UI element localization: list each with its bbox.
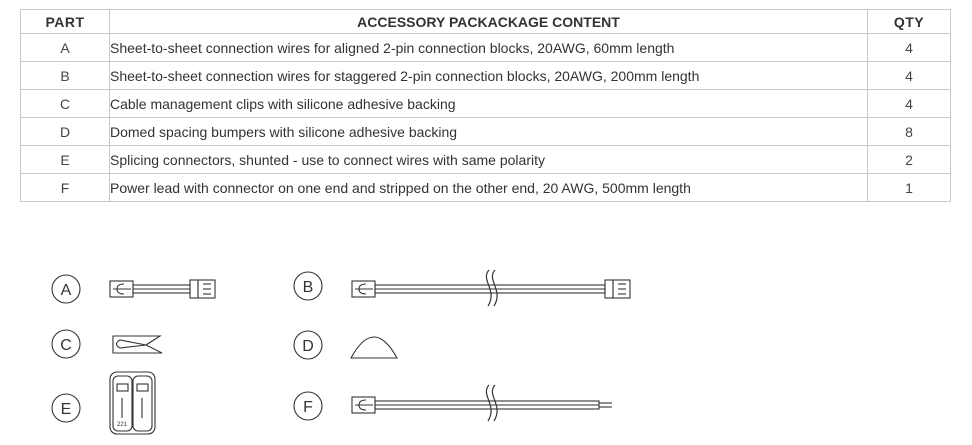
row-qty: 8 [867, 117, 951, 146]
header-content: ACCESSORY PACKACKAGE CONTENT [109, 9, 868, 34]
row-qty: 1 [867, 173, 951, 202]
label-b: B [293, 271, 323, 301]
svg-text:E: E [61, 401, 72, 418]
svg-text:D: D [302, 338, 314, 355]
svg-text:A: A [61, 282, 72, 299]
svg-text:B: B [303, 279, 314, 296]
clip-c-drawing [112, 335, 163, 354]
row-part: F [20, 173, 110, 202]
wire-b-drawing [351, 269, 631, 307]
svg-text:221: 221 [117, 422, 128, 428]
table-header-row: PART ACCESSORY PACKACKAGE CONTENT QTY [20, 9, 951, 34]
row-description: Power lead with connector on one end and… [109, 173, 868, 202]
label-a: A [51, 274, 81, 304]
svg-text:C: C [60, 337, 72, 354]
table-row: D Domed spacing bumpers with silicone ad… [20, 117, 951, 146]
svg-text:F: F [303, 399, 313, 416]
label-d: D [293, 330, 323, 360]
table-row: E Splicing connectors, shunted - use to … [20, 145, 951, 174]
table-row: F Power lead with connector on one end a… [20, 173, 951, 202]
label-f: F [293, 391, 323, 421]
label-c: C [51, 329, 81, 359]
row-part: A [20, 33, 110, 62]
row-description: Splicing connectors, shunted - use to co… [109, 145, 868, 174]
bumper-d-drawing [350, 336, 398, 359]
row-description: Domed spacing bumpers with silicone adhe… [109, 117, 868, 146]
lead-f-drawing [351, 384, 612, 422]
header-part: PART [20, 9, 110, 34]
row-part: E [20, 145, 110, 174]
row-description: Cable management clips with silicone adh… [109, 89, 868, 118]
table-row: A Sheet-to-sheet connection wires for al… [20, 33, 951, 62]
label-e: E [51, 393, 81, 423]
connector-e-drawing: 221 [109, 371, 156, 435]
row-part: B [20, 61, 110, 90]
wire-a-drawing [109, 279, 216, 299]
row-description: Sheet-to-sheet connection wires for alig… [109, 33, 868, 62]
accessory-table: PART ACCESSORY PACKACKAGE CONTENT QTY A … [20, 9, 951, 202]
